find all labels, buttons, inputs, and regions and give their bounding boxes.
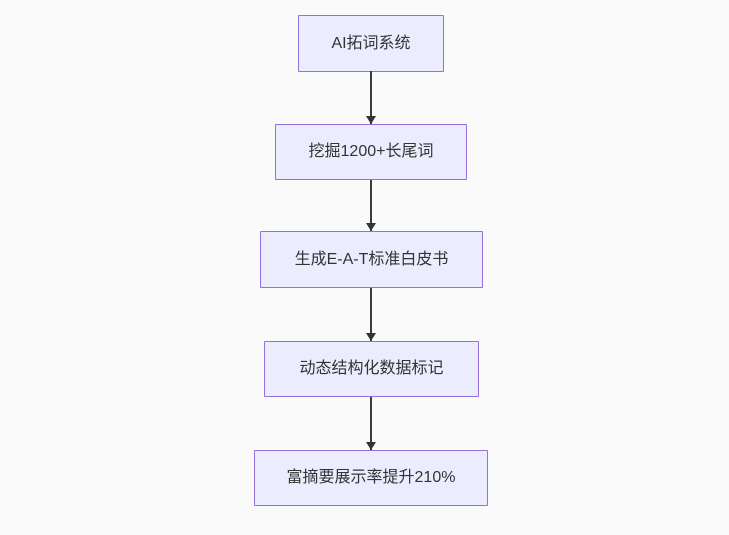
- flowchart-edge-b-c: [370, 180, 372, 231]
- flowchart-node-label: 富摘要展示率提升210%: [286, 469, 456, 486]
- flowchart-node-generate-eat-whitepaper: 生成E-A-T标准白皮书: [260, 231, 483, 288]
- flowchart-node-label: 挖掘1200+长尾词: [308, 143, 434, 160]
- flowchart-node-mine-longtail-keywords: 挖掘1200+长尾词: [275, 124, 467, 180]
- flowchart-node-dynamic-structured-data-markup: 动态结构化数据标记: [264, 341, 479, 397]
- flowchart-edge-d-e: [370, 397, 372, 450]
- flowchart-node-rich-snippet-rate-increase: 富摘要展示率提升210%: [254, 450, 488, 506]
- flowchart-node-label: AI拓词系统: [331, 34, 411, 52]
- flowchart-node-label: 生成E-A-T标准白皮书: [294, 250, 449, 268]
- flowchart-node-ai-word-expansion-system: AI拓词系统: [298, 15, 444, 72]
- flowchart-node-label: 动态结构化数据标记: [299, 360, 444, 377]
- flowchart-edge-a-b: [370, 71, 372, 124]
- flowchart-edge-c-d: [370, 288, 372, 341]
